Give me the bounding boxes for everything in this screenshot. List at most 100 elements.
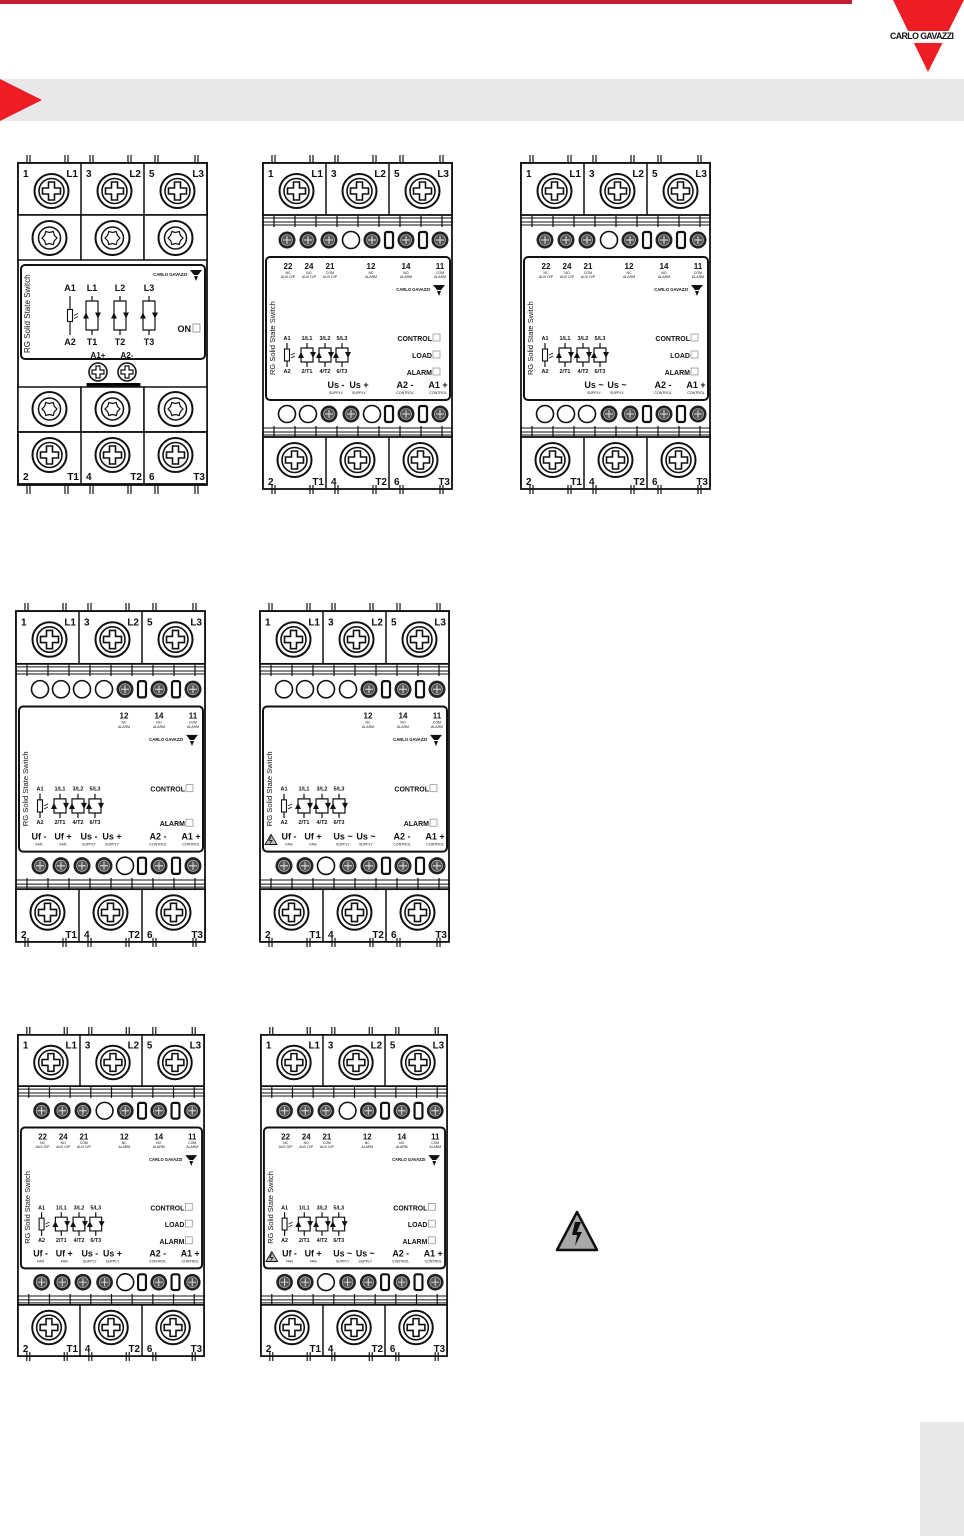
panel-title: RG Solid State Switch xyxy=(526,301,535,375)
load-terminal-label: T3 xyxy=(434,1344,446,1355)
thyristor-phase-1-icon xyxy=(83,296,101,335)
terminal-function-label: A1 + xyxy=(181,1249,200,1259)
relay-function: ALARM xyxy=(153,1145,165,1149)
load-terminal-label: T1 xyxy=(67,1344,79,1355)
empty-terminal-icon xyxy=(341,230,361,250)
indicator-led-load xyxy=(184,1219,193,1228)
line-terminal-number: 3 xyxy=(589,169,595,180)
circuit-label-bottom: 6/T3 xyxy=(90,1238,101,1244)
terminal-function-sublabel: CONTROL xyxy=(687,391,705,395)
small-terminal-screw-icon xyxy=(296,1273,314,1291)
relay-terminal-number: 12 xyxy=(367,262,376,271)
circuit-label-bottom: 4/T2 xyxy=(317,1238,328,1244)
brand-name: CARLO GAVAZZI xyxy=(890,31,959,43)
panel-brand-logo: CARLO GAVAZZI xyxy=(392,1157,425,1162)
terminal-slot-icon xyxy=(417,230,429,250)
line-terminal-number: 3 xyxy=(85,1041,91,1052)
load-terminal-number: 6 xyxy=(394,477,400,488)
load-terminal-number: 4 xyxy=(85,1344,91,1355)
thyristor-phase-2-icon xyxy=(574,343,592,367)
indicator-led-control xyxy=(185,784,194,793)
relay-contact-type: NC xyxy=(122,1141,127,1145)
relay-function: ALARM xyxy=(187,725,199,729)
terminal-function-sublabel: CONTROL xyxy=(654,391,672,395)
line-terminal-label: L2 xyxy=(371,617,383,628)
circuit-label-top: A1 xyxy=(64,283,76,293)
relay-contact-type: NO xyxy=(304,1141,309,1145)
small-terminal-screw-icon xyxy=(150,857,168,875)
circuit-label-bottom: 6/T3 xyxy=(336,369,347,375)
small-terminal-screw-icon xyxy=(600,405,618,423)
empty-terminal-icon xyxy=(556,404,576,424)
panel-brand-logo: CARLO GAVAZZI xyxy=(654,287,688,292)
small-terminal-screw-icon xyxy=(431,405,449,423)
indicator-led-control xyxy=(184,1203,193,1211)
relay-function: ALARM xyxy=(400,275,412,279)
circuit-label-top: 1/L1 xyxy=(559,336,570,342)
line-terminal-number: 1 xyxy=(23,169,29,180)
small-terminal-screw-icon xyxy=(276,1102,293,1120)
indicator-led-control xyxy=(690,333,699,342)
terminal-function-label: Us + xyxy=(102,831,121,841)
terminal-function-sublabel: CONTROL xyxy=(149,842,167,846)
circuit-label-bottom: 4/T2 xyxy=(73,820,84,826)
circuit-label-top: 1/L1 xyxy=(55,787,66,793)
terminal-screw-icon xyxy=(155,1309,191,1346)
indicator-led-alarm xyxy=(429,818,438,827)
panel-brand-logo: CARLO GAVAZZI xyxy=(393,737,427,742)
small-terminal-screw-icon xyxy=(578,231,596,249)
relay-contact-type: COM xyxy=(431,1141,439,1145)
terminal-function-label: Uf - xyxy=(282,831,297,841)
load-terminal-label: T1 xyxy=(65,930,77,941)
circuit-label-bottom: 6/T3 xyxy=(594,369,605,375)
terminal-screw-icon xyxy=(398,1309,434,1346)
relay-function: ALARM xyxy=(434,275,446,279)
circuit-label-bottom: 2/T1 xyxy=(559,369,570,375)
indicator-led-alarm xyxy=(432,367,441,376)
brand-logo: CARLO GAVAZZI xyxy=(890,0,964,74)
terminal-function-label: Us ~ xyxy=(333,831,352,841)
mounting-pin xyxy=(62,937,67,947)
mounting-pin xyxy=(592,485,597,494)
terminal-function-label: A2 - xyxy=(149,1249,166,1259)
thyristor-phase-2-icon xyxy=(70,1212,88,1236)
terminal-slot-icon xyxy=(379,1273,391,1292)
indicator-label-load: LOAD xyxy=(408,1222,428,1229)
terminal-slot-icon xyxy=(413,1101,424,1120)
terminal-function-sublabel: FAN xyxy=(286,842,293,846)
panel-title: RG Solid State Switch xyxy=(23,274,32,353)
terminal-screw-icon xyxy=(336,894,373,931)
relay-function: ALARM xyxy=(397,725,409,729)
terminal-function-label: A1 + xyxy=(181,831,200,841)
terminal-function-label: Us - xyxy=(81,1249,98,1259)
circuit-label-bottom: 6/T3 xyxy=(90,820,101,826)
mounting-pin xyxy=(194,485,199,494)
terminal-function-sublabel: SUPPLY xyxy=(336,1259,350,1263)
small-terminal-screw-icon xyxy=(317,1102,335,1120)
terminal-slot-icon xyxy=(380,680,392,699)
thyristor-phase-2-icon xyxy=(313,1212,331,1236)
relay-contact-type: COM xyxy=(80,1141,88,1145)
terminal-screw-icon xyxy=(157,1044,193,1081)
line-terminal-label: L3 xyxy=(190,617,202,628)
circuit-label-bottom: 2/T1 xyxy=(56,1238,67,1244)
circuit-label-top: 3/L2 xyxy=(74,1205,85,1211)
small-terminal-screw-icon xyxy=(52,857,70,875)
line-terminal-number: 5 xyxy=(652,169,658,180)
empty-terminal-icon xyxy=(51,679,71,699)
terminal-function-label: Us ~ xyxy=(356,1249,375,1259)
circuit-label-bottom: 2/T1 xyxy=(299,820,310,826)
load-terminal-label: T2 xyxy=(128,930,140,941)
load-terminal-label: T1 xyxy=(312,477,324,488)
circuit-label-top: 5/L3 xyxy=(594,336,605,342)
control-terminal-label: A1+ xyxy=(91,351,106,360)
relay-contact-type: COM xyxy=(189,721,197,725)
terminal-function-sublabel: FAN xyxy=(310,1259,317,1263)
mounting-pin xyxy=(334,485,339,494)
terminal-screw-icon xyxy=(155,894,192,931)
empty-terminal-icon xyxy=(298,404,318,424)
mounting-pin xyxy=(125,937,130,947)
